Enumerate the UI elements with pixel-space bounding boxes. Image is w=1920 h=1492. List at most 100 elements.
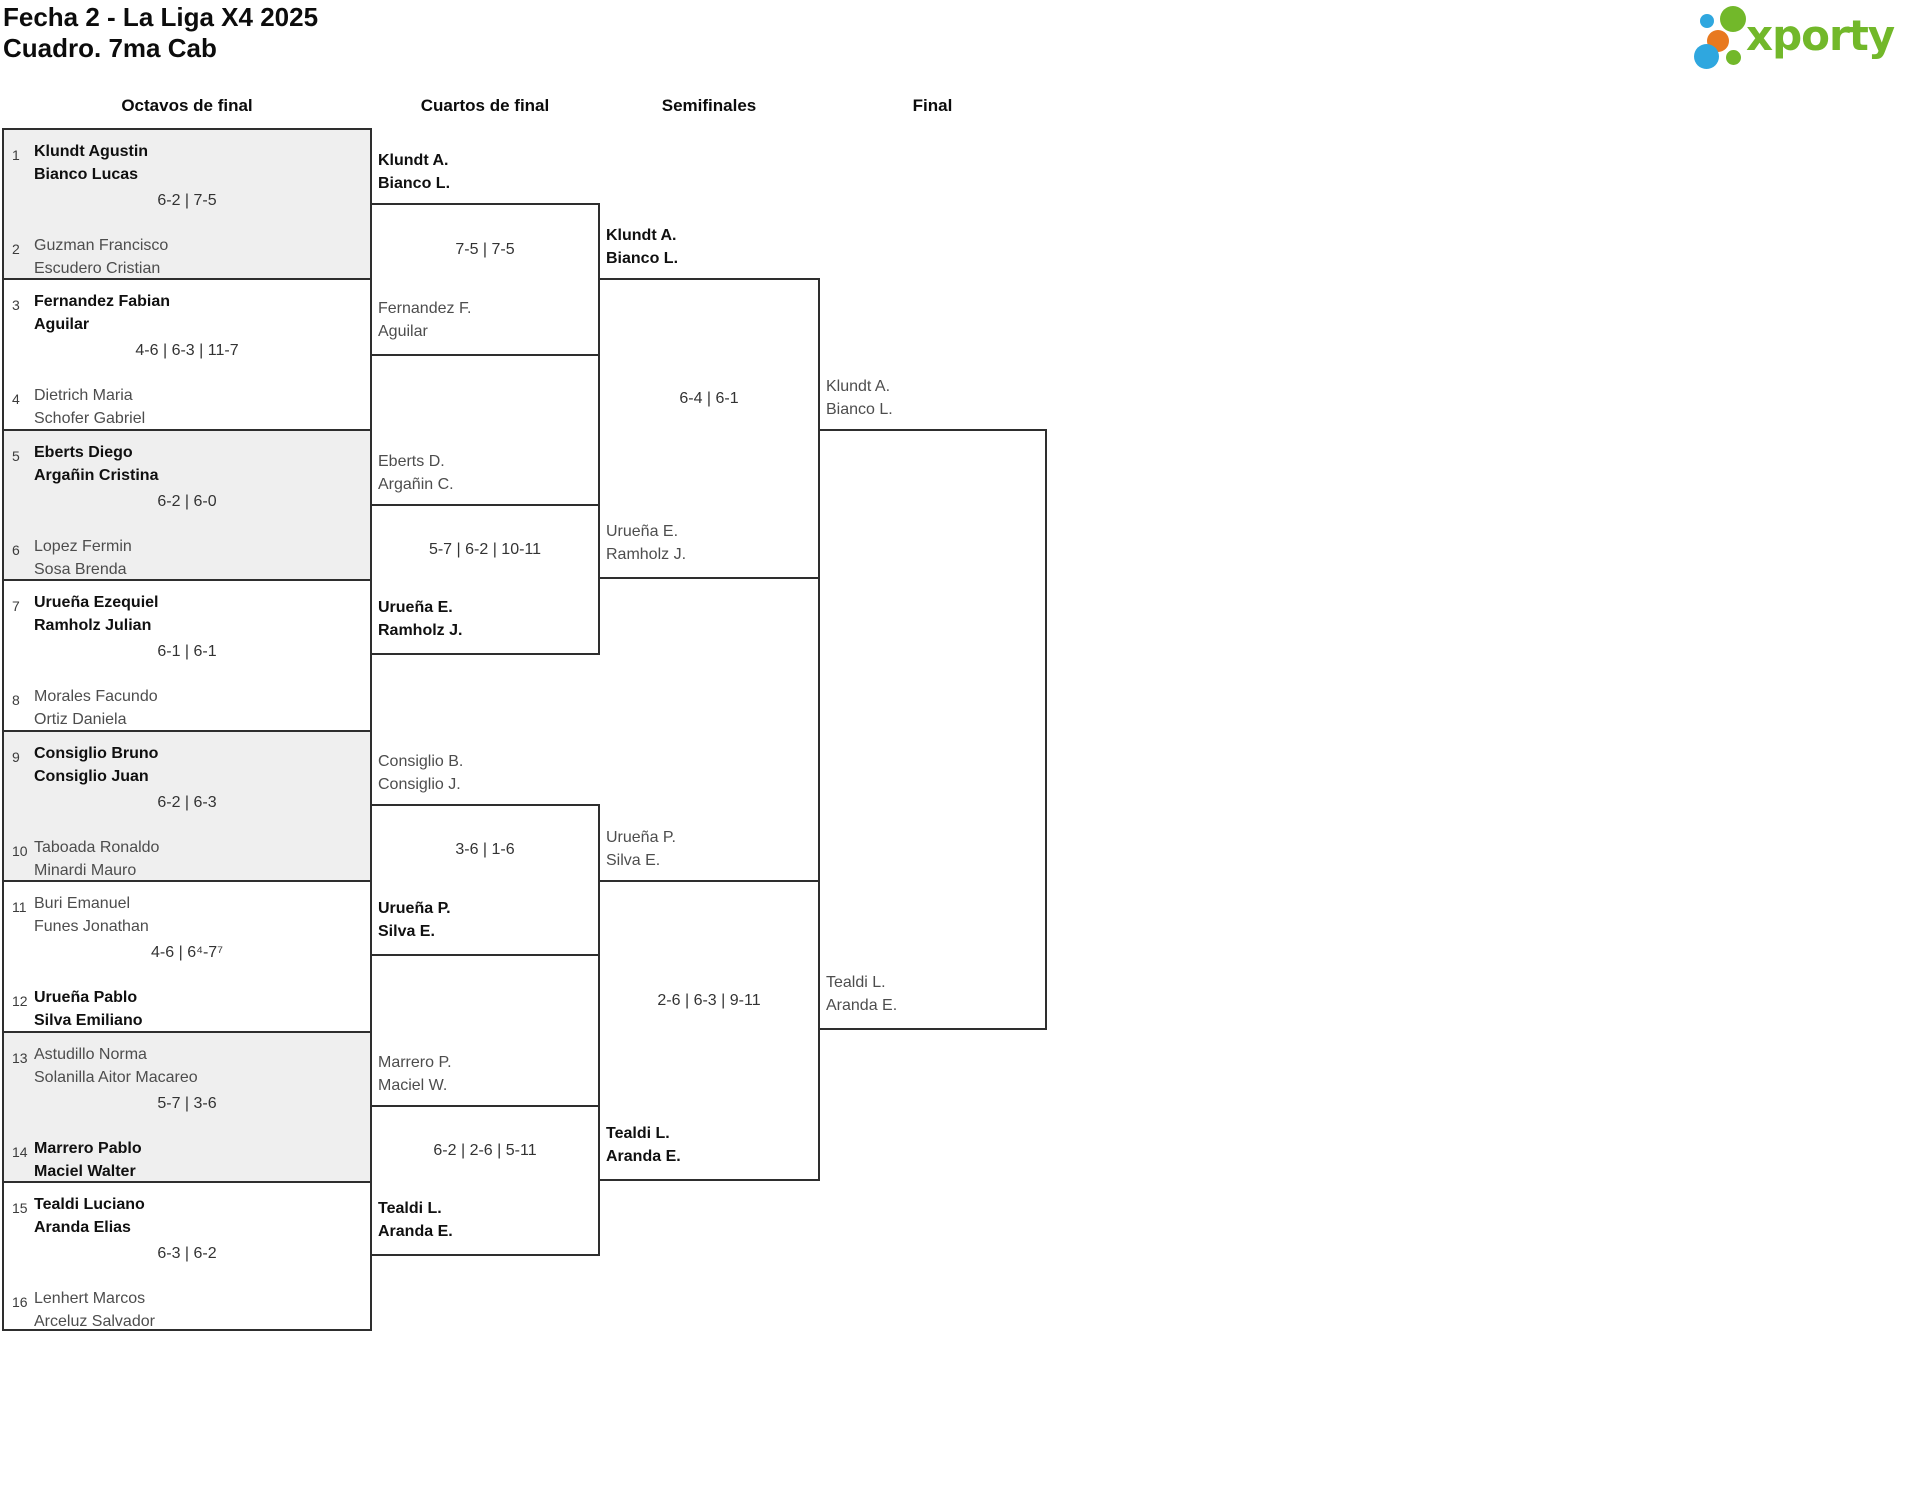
team-name-line: Aranda E. [378, 1223, 453, 1240]
team-name-line: Ramholz J. [378, 622, 463, 639]
round-header-cuartos: Cuartos de final [420, 96, 550, 115]
seed-number: 11 [12, 899, 27, 915]
team-name-line: Lenhert Marcos [34, 1290, 146, 1307]
team-name: Eberts Diego Argañin Cristina [34, 441, 158, 487]
match-block-octavos-4: 7 Urueña Ezequiel Ramholz Julian 6-1 | 6… [2, 579, 372, 732]
team-name-line: Funes Jonathan [34, 918, 149, 935]
seed-number: 12 [12, 993, 28, 1009]
logo-dot-green-small-icon [1726, 50, 1741, 65]
team-name-line: Urueña E. [606, 523, 679, 540]
team-name-line: Escudero Cristian [34, 260, 161, 277]
team-name-line: Morales Facundo [34, 688, 158, 705]
seed-number: 6 [12, 542, 20, 558]
match-score: 4-6 | 6-3 | 11-7 [135, 342, 239, 359]
team-name-line: Astudillo Norma [34, 1046, 147, 1063]
seed-number: 8 [12, 692, 20, 708]
match-score: 7-5 | 7-5 [455, 240, 515, 258]
match-block-octavos-3: 5 Eberts Diego Argañin Cristina 6-2 | 6-… [2, 429, 372, 581]
team-name-line: Arceluz Salvador [34, 1313, 155, 1330]
team-name: Tealdi L. Aranda E. [378, 1197, 453, 1243]
match-score: 6-4 | 6-1 [679, 389, 739, 407]
team-name-line: Bianco L. [606, 250, 679, 267]
team-name: Lopez Fermin Sosa Brenda [34, 535, 132, 581]
team-name-line: Ramholz Julian [34, 617, 152, 634]
team-name-line: Argañin Cristina [34, 467, 159, 484]
team-name: Tealdi L. Aranda E. [606, 1122, 681, 1168]
team-name-line: Minardi Mauro [34, 862, 137, 879]
page-title: Fecha 2 - La Liga X4 2025 [3, 2, 319, 32]
team-name: Marrero P. Maciel W. [378, 1051, 452, 1097]
seed-number: 3 [12, 297, 20, 313]
seed-number: 16 [12, 1294, 28, 1310]
team-name-line: Schofer Gabriel [34, 410, 146, 427]
team-name: Klundt A. Bianco L. [606, 224, 678, 270]
team-name: Urueña E. Ramholz J. [378, 596, 462, 642]
seed-number: 13 [12, 1050, 28, 1066]
team-name-line: Aranda Elias [34, 1219, 131, 1236]
team-name: Urueña E. Ramholz J. [606, 520, 686, 566]
logo-dot-green-big-icon [1720, 6, 1746, 32]
team-name-line: Marrero Pablo [34, 1140, 142, 1157]
team-name: Buri Emanuel Funes Jonathan [34, 892, 149, 938]
team-name-line: Tealdi L. [606, 1125, 670, 1142]
match-score: 6-3 | 6-2 [157, 1245, 217, 1262]
team-name-line: Urueña P. [378, 900, 451, 917]
team-name-line: Urueña Ezequiel [34, 594, 159, 611]
team-name-line: Consiglio J. [378, 776, 461, 793]
team-name: Fernandez F. Aguilar [378, 297, 471, 343]
team-name-line: Klundt A. [606, 227, 677, 244]
team-name: Tealdi Luciano Aranda Elias [34, 1193, 145, 1239]
team-name-line: Klundt A. [378, 152, 449, 169]
match-score: 6-2 | 6-0 [157, 493, 217, 510]
team-name-line: Eberts Diego [34, 444, 133, 461]
team-name: Urueña Ezequiel Ramholz Julian [34, 591, 158, 637]
seed-number: 14 [12, 1144, 28, 1160]
team-name: Urueña P. Silva E. [378, 897, 451, 943]
round-header-semifinales: Semifinales [661, 96, 757, 115]
seed-number: 4 [12, 391, 20, 407]
team-name-line: Ortiz Daniela [34, 711, 127, 728]
team-name-line: Aguilar [34, 316, 90, 333]
team-name-line: Klundt Agustin [34, 143, 149, 160]
match-score: 6-2 | 2-6 | 5-11 [433, 1141, 537, 1159]
round-header-octavos: Octavos de final [121, 96, 253, 115]
team-name-line: Argañin C. [378, 476, 454, 493]
round-header-final: Final [912, 96, 953, 115]
team-name-line: Solanilla Aitor Macareo [34, 1069, 198, 1086]
team-name-line: Tealdi L. [378, 1200, 442, 1217]
match-score: 6-1 | 6-1 [157, 643, 217, 660]
team-name-line: Tealdi L. [826, 974, 886, 991]
match-block-octavos-7: 13 Astudillo Norma Solanilla Aitor Macar… [2, 1031, 372, 1183]
team-name: Eberts D. Argañin C. [378, 450, 454, 496]
match-score: 5-7 | 3-6 [157, 1095, 217, 1112]
match-score: 5-7 | 6-2 | 10-11 [428, 540, 542, 558]
team-name-line: Guzman Francisco [34, 237, 169, 254]
seed-number: 7 [12, 598, 20, 614]
cuartos-box-1: Klundt A. Bianco L. 7-5 | 7-5 Fernandez … [370, 152, 600, 356]
team-name-line: Urueña E. [378, 599, 453, 616]
team-name-line: Ramholz J. [606, 546, 687, 563]
team-name-line: Urueña Pablo [34, 989, 138, 1006]
team-name-line: Sosa Brenda [34, 561, 127, 578]
seed-number: 10 [12, 843, 28, 859]
team-name-line: Fernandez Fabian [34, 293, 171, 310]
team-name: Guzman Francisco Escudero Cristian [34, 234, 168, 280]
team-name-line: Consiglio B. [378, 753, 464, 770]
match-score: 2-6 | 6-3 | 9-11 [657, 991, 761, 1009]
team-name-line: Klundt A. [826, 378, 891, 395]
match-score: 6-2 | 7-5 [157, 192, 217, 209]
team-name: Marrero Pablo Maciel Walter [34, 1137, 142, 1183]
semifinal-box-1: Klundt A. Bianco L. 6-4 | 6-1 Urueña E. … [598, 227, 820, 579]
match-score: 4-6 | 6⁴-7⁷ [151, 944, 223, 961]
team-name-line: Consiglio Bruno [34, 745, 159, 762]
match-block-octavos-8: 15 Tealdi Luciano Aranda Elias 6-3 | 6-2… [2, 1181, 372, 1331]
team-name-line: Bianco L. [378, 175, 451, 192]
team-name-line: Bianco Lucas [34, 166, 139, 183]
xporty-logo: xporty [1688, 2, 1920, 70]
team-name-line: Maciel W. [378, 1077, 448, 1094]
seed-number: 9 [12, 749, 20, 765]
logo-wordmark: xporty [1746, 11, 1895, 60]
team-name-line: Maciel Walter [34, 1163, 136, 1180]
team-name-line: Dietrich Maria [34, 387, 133, 404]
